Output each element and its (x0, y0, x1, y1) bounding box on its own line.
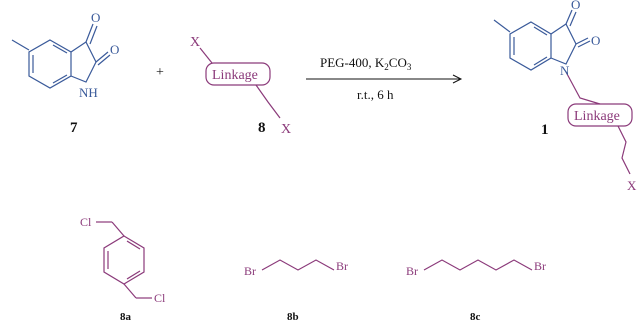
compound-number-7: 7 (70, 120, 78, 136)
carbonyl-bond (569, 11, 577, 27)
reagent-text: CO (389, 55, 407, 70)
methyl-bond (493, 19, 511, 33)
oxygen-label: O (110, 42, 119, 57)
linker-8c (423, 259, 533, 271)
ch2-bond (111, 221, 125, 237)
reagent-text: PEG-400, K (320, 55, 385, 70)
linker-bond (565, 71, 601, 105)
alkyl-chain (261, 259, 335, 271)
product-1: O O N Linkage X 1 (493, 0, 637, 193)
carbonyl-bond (95, 51, 109, 63)
carbonyl-bond (85, 23, 94, 43)
linker-8a (96, 221, 152, 299)
aromatic-double-bond (52, 74, 68, 84)
n-label: N (560, 63, 570, 78)
five-ring (70, 41, 97, 83)
carbonyl-bond (565, 9, 573, 25)
x-label: X (190, 35, 200, 50)
chlorine-label: Cl (154, 291, 166, 305)
plus-sign: + (156, 65, 164, 80)
aromatic-double-bond (533, 56, 548, 66)
carbonyl-bond (577, 40, 591, 48)
linker-id-8a: 8a (120, 311, 132, 322)
linker-8 (199, 47, 281, 119)
oxygen-label: O (91, 10, 100, 25)
aromatic-double-bond (533, 26, 548, 36)
x-label: X (281, 122, 291, 137)
aromatic-double-bond (126, 240, 141, 250)
compound-number-8: 8 (258, 120, 266, 136)
linkage-label: Linkage (212, 68, 258, 83)
linker-bond (255, 84, 281, 119)
bromine-label: Br (336, 259, 348, 273)
linker-bond (617, 125, 631, 175)
alkyl-chain (423, 259, 533, 271)
benzene-ring (509, 21, 552, 71)
nh-label: NH (79, 85, 98, 100)
oxygen-label: O (591, 33, 600, 48)
isatin-7 (11, 23, 111, 89)
linkage-box (205, 62, 271, 86)
linker-id-8c: 8c (470, 311, 481, 322)
aromatic-double-bond (52, 44, 68, 54)
linker-bond (199, 47, 213, 64)
ch2-bond (123, 283, 137, 299)
carbonyl-bond (97, 54, 111, 66)
oxygen-label: O (571, 0, 580, 12)
methyl-bond (11, 39, 30, 51)
linkage-box (567, 103, 633, 127)
product-isatin-core (493, 9, 591, 71)
subscript: 3 (407, 62, 412, 72)
conditions-below: r.t., 6 h (357, 87, 394, 102)
compound-number-1: 1 (541, 122, 549, 138)
benzene-ring (103, 235, 145, 285)
five-ring (550, 23, 577, 65)
benzene-ring (28, 39, 72, 89)
linker-id-8b: 8b (287, 311, 299, 322)
carbonyl-bond (89, 25, 98, 45)
product-linker (565, 71, 633, 175)
linkage-label: Linkage (574, 109, 620, 124)
linker-8b (261, 259, 335, 271)
arrowhead (452, 74, 463, 84)
subscript: 2 (384, 62, 389, 72)
x-label: X (627, 178, 637, 193)
chlorine-label: Cl (80, 215, 92, 229)
carbonyl-bond (575, 37, 589, 45)
bromine-label: Br (244, 264, 256, 278)
aromatic-double-bond (126, 270, 141, 280)
conditions-above: PEG-400, K2CO3 (320, 55, 412, 72)
bromine-label: Br (406, 264, 418, 278)
bromine-label: Br (534, 259, 546, 273)
